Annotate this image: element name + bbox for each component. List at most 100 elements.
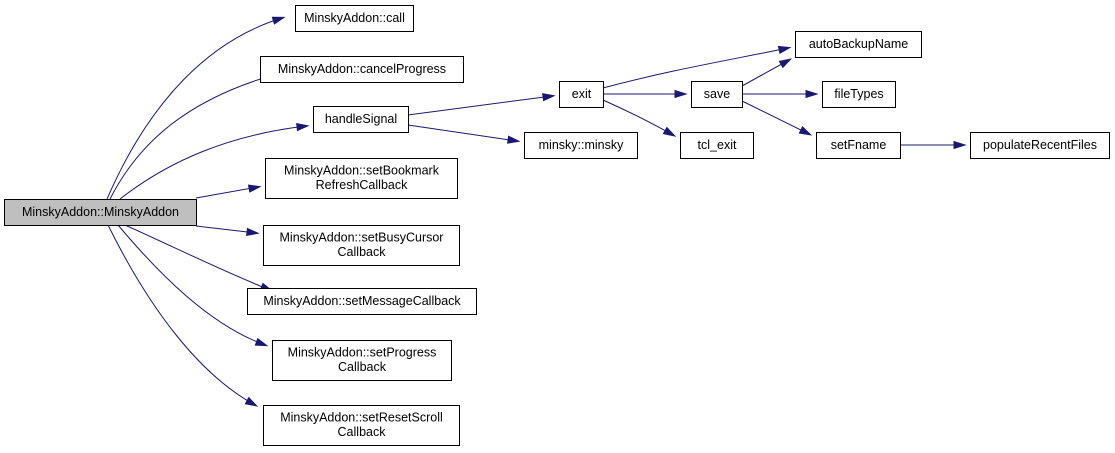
arrowhead xyxy=(296,122,310,132)
edge-handleSignal-to-minsky xyxy=(407,124,521,144)
node-root[interactable]: MinskyAddon::MinskyAddon xyxy=(4,199,197,226)
edge-root-to-setResetScroll xyxy=(107,224,259,407)
node-box xyxy=(260,56,464,83)
node-label: Callback xyxy=(338,360,387,374)
edge-save-to-setFname xyxy=(741,100,813,136)
node-label: minsky::minsky xyxy=(539,138,624,152)
arrowhead xyxy=(246,227,260,237)
arrowhead xyxy=(798,126,813,136)
edge-line xyxy=(407,124,518,142)
node-label: autoBackupName xyxy=(809,37,908,51)
node-label: setFname xyxy=(831,138,887,152)
node-label: MinskyAddon::setResetScroll xyxy=(280,411,443,425)
arrowhead xyxy=(674,89,688,99)
node-label: exit xyxy=(572,87,592,101)
edge-root-to-call xyxy=(106,16,286,200)
arrowhead xyxy=(953,140,967,150)
arrowhead xyxy=(805,89,819,99)
node-label: fileTypes xyxy=(834,87,883,101)
edge-line xyxy=(407,95,553,116)
node-box xyxy=(263,225,460,266)
node-box xyxy=(822,81,896,108)
node-box xyxy=(795,31,922,58)
node-label: RefreshCallback xyxy=(316,178,408,192)
edge-line xyxy=(741,100,810,135)
edge-setFname-to-populateRecentFiles xyxy=(900,140,967,150)
node-save[interactable]: save xyxy=(691,81,743,108)
node-populateRecentFiles[interactable]: populateRecentFiles xyxy=(970,132,1110,159)
edge-line xyxy=(107,224,256,406)
node-box xyxy=(816,132,901,159)
node-box xyxy=(559,81,604,108)
edge-save-to-autoBackupName xyxy=(741,58,793,87)
edge-line xyxy=(106,17,283,200)
edge-save-to-fileTypes xyxy=(742,89,819,99)
node-label: MinskyAddon::setBookmark xyxy=(284,164,440,178)
node-label: Callback xyxy=(338,245,387,259)
edge-line xyxy=(124,224,271,291)
node-label: MinskyAddon::MinskyAddon xyxy=(22,205,179,219)
arrowhead xyxy=(662,126,677,137)
node-box xyxy=(272,340,452,381)
node-box xyxy=(295,5,414,32)
node-box xyxy=(247,288,477,315)
nodes-layer: MinskyAddon::MinskyAddon MinskyAddon::cal… xyxy=(4,5,1110,446)
node-box xyxy=(691,81,743,108)
node-handleSignal[interactable]: handleSignal xyxy=(313,106,409,133)
edge-root-to-setBookmark xyxy=(195,184,262,199)
node-label: tcl_exit xyxy=(698,138,737,152)
edge-root-to-handleSignal xyxy=(119,122,310,200)
edge-line xyxy=(195,186,259,199)
arrowhead xyxy=(542,93,556,102)
node-box xyxy=(970,132,1110,159)
node-label: populateRecentFiles xyxy=(983,138,1097,152)
edge-exit-to-save xyxy=(603,89,688,99)
arrowhead xyxy=(506,135,521,144)
node-box xyxy=(4,199,197,226)
node-label: save xyxy=(704,87,730,101)
node-label: MinskyAddon::setProgress xyxy=(288,346,437,360)
node-box xyxy=(263,405,460,446)
edge-root-to-setBusyCursor xyxy=(195,225,260,237)
node-setMessage[interactable]: MinskyAddon::setMessageCallback xyxy=(247,288,477,315)
edges-layer xyxy=(106,16,967,407)
node-cancelProgress[interactable]: MinskyAddon::cancelProgress xyxy=(260,56,464,83)
edge-line xyxy=(119,125,307,200)
arrowhead xyxy=(247,184,262,193)
node-call[interactable]: MinskyAddon::call xyxy=(295,5,414,32)
node-box xyxy=(524,132,638,159)
node-label: MinskyAddon::setBusyCursor xyxy=(280,231,444,245)
edge-root-to-setProgress xyxy=(117,224,269,347)
node-label: MinskyAddon::call xyxy=(304,11,405,25)
arrowhead xyxy=(244,396,259,407)
arrowhead xyxy=(254,337,269,347)
edge-exit-to-tcl_exit xyxy=(602,99,677,137)
node-minsky[interactable]: minsky::minsky xyxy=(524,132,638,159)
node-tcl_exit[interactable]: tcl_exit xyxy=(680,132,754,159)
node-label: MinskyAddon::cancelProgress xyxy=(278,62,446,76)
edge-line xyxy=(117,224,266,346)
edge-exit-to-autoBackupName xyxy=(602,45,792,89)
node-setFname[interactable]: setFname xyxy=(816,132,901,159)
node-box xyxy=(680,132,754,159)
node-box xyxy=(265,158,458,199)
node-label: handleSignal xyxy=(325,112,397,126)
node-exit[interactable]: exit xyxy=(559,81,604,108)
arrowhead xyxy=(778,58,793,69)
node-autoBackupName[interactable]: autoBackupName xyxy=(795,31,922,58)
arrowhead xyxy=(777,45,792,55)
node-label: MinskyAddon::setMessageCallback xyxy=(263,294,461,308)
node-box xyxy=(313,106,409,133)
edge-line xyxy=(195,225,257,234)
edge-handleSignal-to-exit xyxy=(407,93,556,116)
edge-line xyxy=(109,75,271,200)
arrowhead xyxy=(271,16,286,25)
edge-line xyxy=(602,47,789,89)
node-fileTypes[interactable]: fileTypes xyxy=(822,81,896,108)
node-label: Callback xyxy=(338,425,387,439)
